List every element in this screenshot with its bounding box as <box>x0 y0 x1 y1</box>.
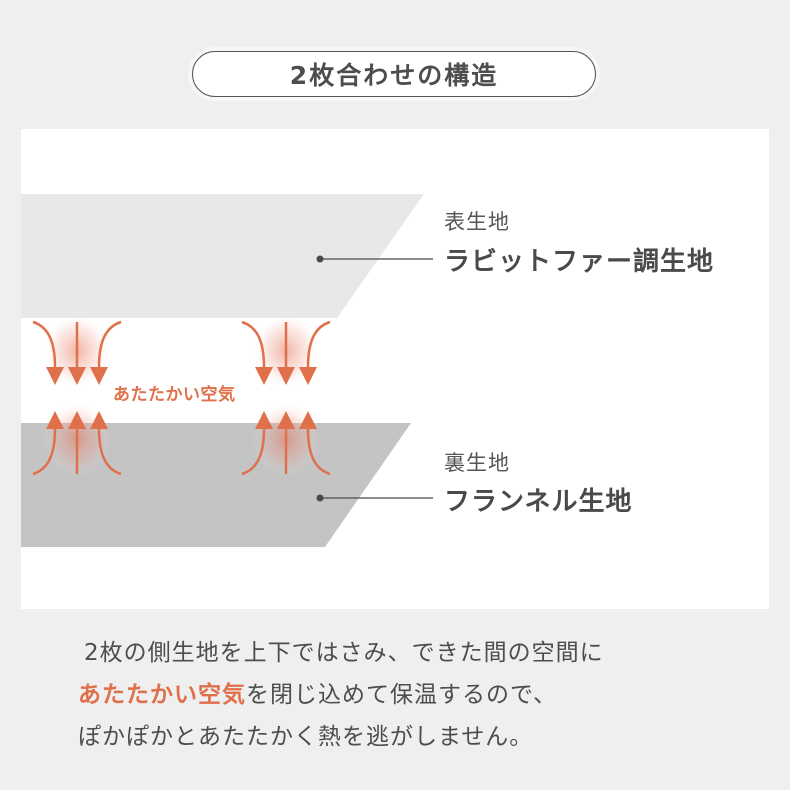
section-title: 2枚合わせの構造 <box>192 51 596 97</box>
down-arrows-icon-right <box>241 320 331 385</box>
bottom-layer-caption: 裏生地 <box>444 451 510 475</box>
description-line-2-rest: を閉じ込めて保温するので、 <box>246 682 558 708</box>
leader-line-bottom <box>316 494 433 502</box>
leader-line-top <box>316 255 433 263</box>
bottom-layer-name: フランネル生地 <box>444 487 633 517</box>
up-arrows-icon-left <box>32 411 122 476</box>
description-line-3: ぽかぽかとあたたかく熱を逃がしません。 <box>78 724 534 750</box>
description: 2枚の側生地を上下ではさみ、できた間の空間に あたたかい空気を閉じ込めて保温する… <box>78 632 758 758</box>
description-highlight: あたたかい空気 <box>78 682 246 708</box>
top-layer-caption: 表生地 <box>444 210 510 234</box>
warm-air-label: あたたかい空気 <box>113 385 236 405</box>
up-arrows-icon-right <box>241 411 331 476</box>
description-line-1: 2枚の側生地を上下ではさみ、できた間の空間に <box>84 640 604 666</box>
description-line-2: あたたかい空気を閉じ込めて保温するので、 <box>78 674 758 716</box>
layer-illustration <box>21 194 433 547</box>
top-layer-name: ラビットファー調生地 <box>444 247 715 277</box>
section-title-text: 2枚合わせの構造 <box>289 61 499 90</box>
down-arrows-icon-left <box>32 320 122 385</box>
structure-diagram: あたたかい空気 表生地 ラビットファー調生地 裏生地 フランネル生地 <box>21 129 769 609</box>
top-fabric-layer <box>21 194 424 318</box>
